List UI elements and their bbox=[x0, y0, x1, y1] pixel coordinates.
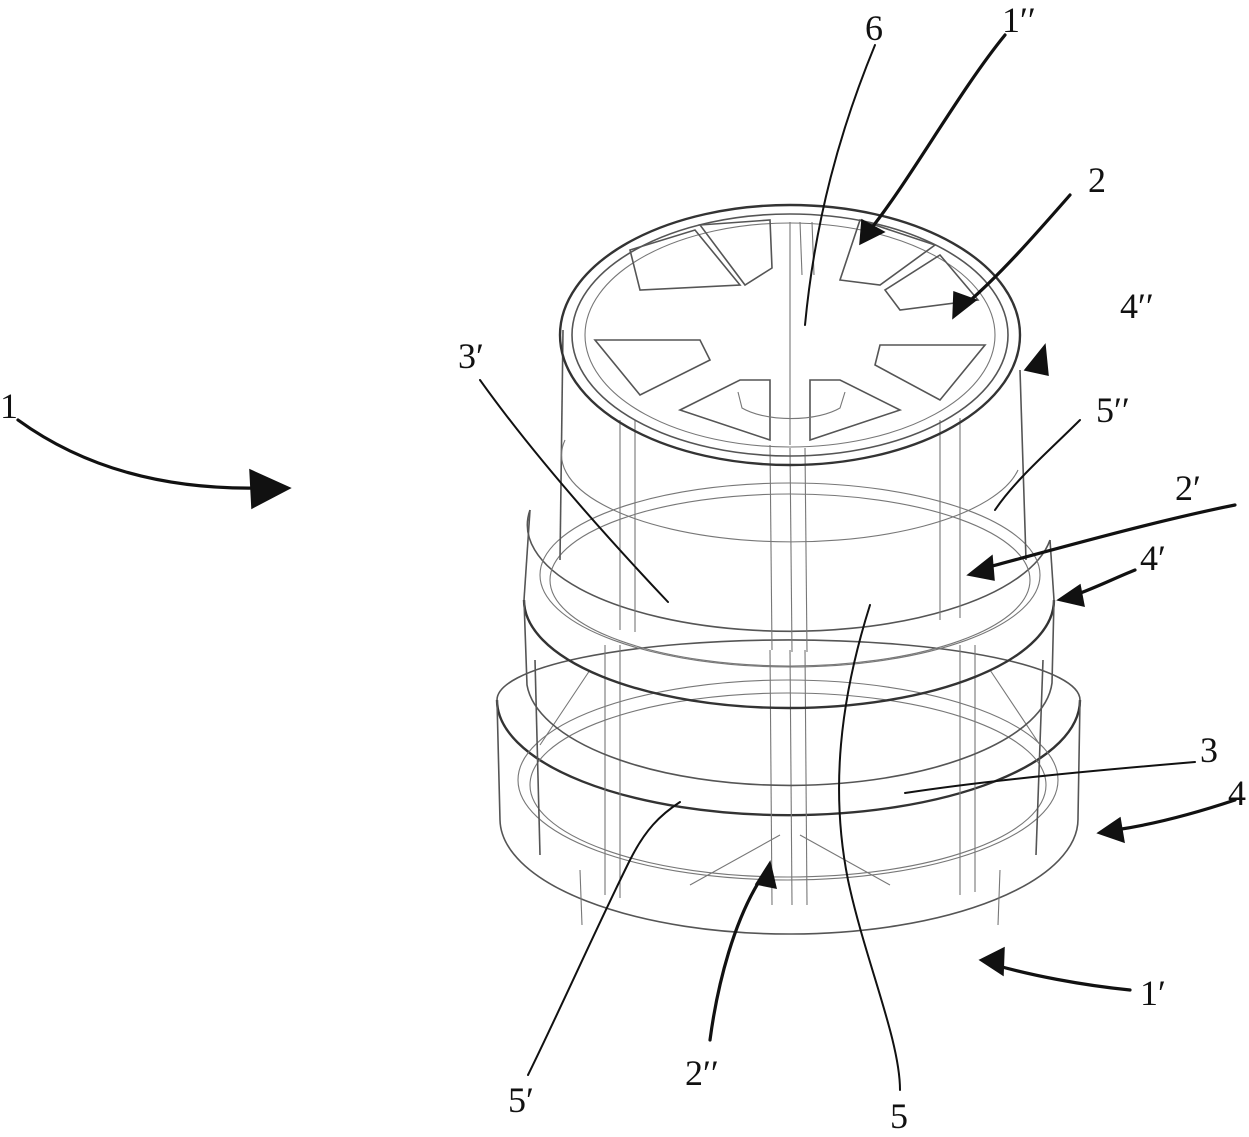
label-strut-lower: 5′ bbox=[508, 1080, 534, 1120]
label-window-lower: 3 bbox=[1200, 730, 1218, 770]
label-strut-upper: 5′′ bbox=[1096, 390, 1130, 430]
label-ring-top: 4′′ bbox=[1120, 286, 1154, 326]
label-hub: 6 bbox=[865, 8, 883, 48]
label-ring-mid: 4′ bbox=[1140, 538, 1166, 578]
label-assembly: 1 bbox=[0, 386, 18, 426]
label-rib-mid: 2′ bbox=[1175, 468, 1201, 508]
label-bottom-end: 1′ bbox=[1140, 973, 1166, 1013]
label-strut-center: 5 bbox=[890, 1096, 908, 1136]
top-cap bbox=[558, 203, 1022, 467]
label-window-upper: 3′ bbox=[458, 336, 484, 376]
label-rib-top: 2 bbox=[1088, 160, 1106, 200]
label-top-end: 1′′ bbox=[1002, 0, 1036, 40]
lower-cage bbox=[534, 645, 1044, 906]
bottom-ring bbox=[495, 639, 1082, 935]
cage-body bbox=[495, 203, 1082, 935]
upper-cage bbox=[559, 329, 1027, 653]
label-rib-bottom: 2′′ bbox=[685, 1053, 719, 1093]
reference-leaders bbox=[16, 33, 1237, 1091]
label-ring-bottom: 4 bbox=[1228, 773, 1246, 813]
